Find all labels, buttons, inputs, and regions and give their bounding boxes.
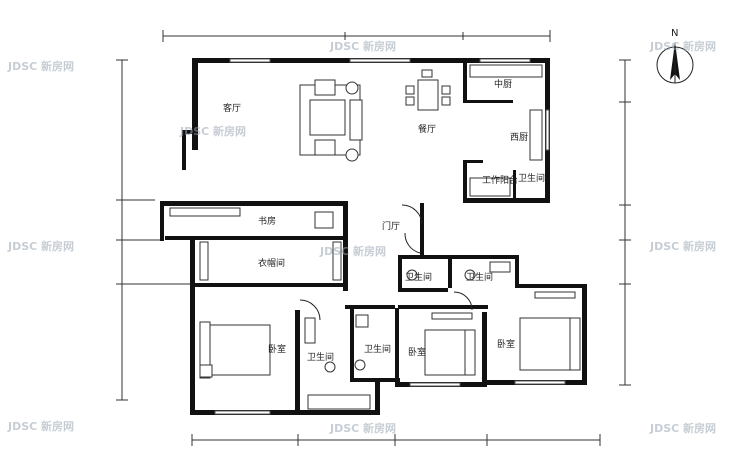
room-label-mid-bedroom: 卧室 [408, 346, 426, 358]
room-label-master-bath: 卫生间 [307, 351, 334, 363]
watermark: JDSC 新房网 [319, 244, 386, 258]
watermark: JDSC 新房网 [7, 239, 74, 253]
room-label-bath-b: 卫生间 [466, 271, 493, 283]
watermark: JDSC 新房网 [329, 421, 396, 435]
watermark: JDSC 新房网 [649, 421, 716, 435]
room-label-kitchen: 中厨 [494, 78, 512, 90]
room-label-bath-small: 卫生间 [518, 172, 545, 184]
room-label-study: 书房 [258, 215, 276, 227]
dimension-lines [116, 30, 631, 446]
watermark: JDSC 新房网 [179, 124, 246, 138]
watermarks: JDSC 新房网 JDSC 新房网 JDSC 新房网 JDSC 新房网 JDSC… [7, 39, 716, 435]
watermark: JDSC 新房网 [649, 239, 716, 253]
room-label-west-kitchen: 西厨 [510, 132, 528, 143]
watermark: JDSC 新房网 [649, 39, 716, 53]
north-label: N [671, 28, 678, 39]
room-label-living: 客厅 [223, 102, 241, 114]
watermark: JDSC 新房网 [7, 419, 74, 433]
room-label-east-bedroom: 卧室 [497, 338, 515, 350]
room-label-cloak: 衣帽间 [258, 257, 285, 269]
furniture [169, 64, 581, 410]
room-label-dining: 餐厅 [418, 123, 436, 135]
room-label-utility: 工作阳台 [482, 174, 518, 186]
watermark: JDSC 新房网 [7, 59, 74, 73]
north-compass: N [656, 28, 694, 84]
watermark: JDSC 新房网 [329, 39, 396, 53]
room-label-bath-a: 卫生间 [405, 271, 432, 283]
walls [160, 58, 587, 415]
room-label-master-bedroom: 卧室 [268, 343, 286, 355]
room-label-foyer: 门厅 [382, 220, 400, 232]
room-label-mid-bath: 卫生间 [364, 343, 391, 355]
room-labels: 客厅 餐厅 中厨 西厨 工作阳台 卫生间 书房 门厅 衣帽间 卫生间 卫生间 卧… [223, 78, 545, 363]
